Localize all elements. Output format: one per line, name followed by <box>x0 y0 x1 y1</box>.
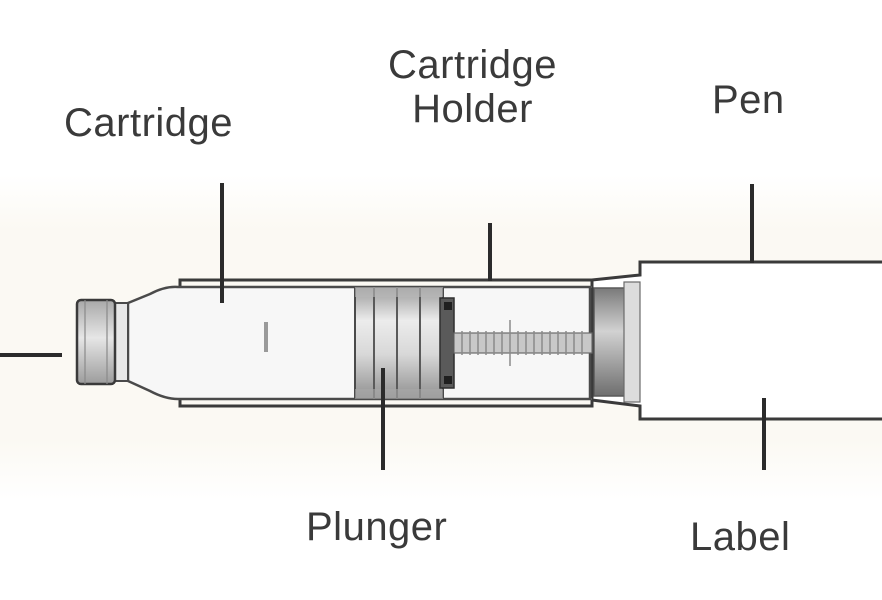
cartridge-label: Cartridge <box>64 101 234 145</box>
cartridge-holder-label-line1: Cartridge <box>388 43 558 87</box>
label-part-label: Label <box>690 515 791 559</box>
cartridge-cap <box>75 298 129 386</box>
plunger <box>354 286 455 400</box>
pen-label: Pen <box>712 78 785 122</box>
cartridge-holder-label: Cartridge Holder <box>388 43 557 131</box>
cartridge-holder-label-line2: Holder <box>412 87 533 131</box>
lead-screw <box>453 320 593 366</box>
pen-body <box>590 260 882 421</box>
plunger-label: Plunger <box>306 505 448 549</box>
